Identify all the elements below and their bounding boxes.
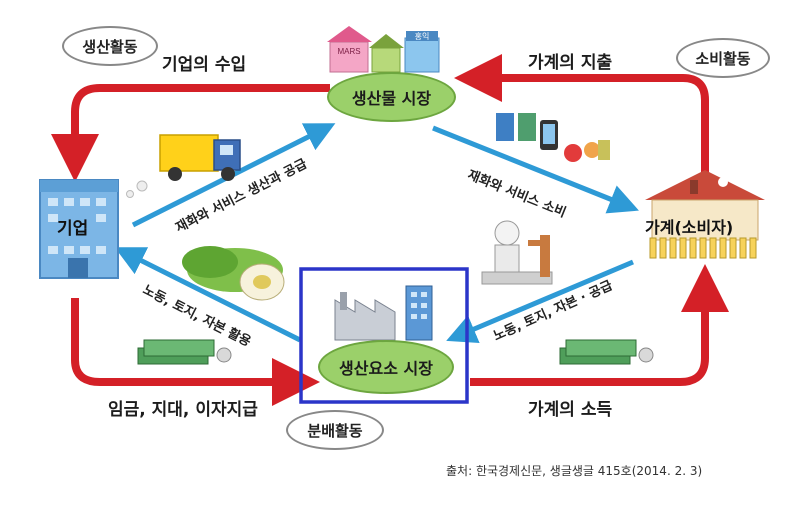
product-market: 생산물 시장 — [327, 72, 456, 122]
product-market-label: 생산물 시장 — [351, 89, 432, 108]
worker-icon — [481, 220, 553, 285]
highlight-box — [299, 267, 469, 404]
arrow-household-spending — [454, 54, 709, 175]
arrow-factor-use — [114, 247, 302, 343]
factory-icon — [334, 285, 433, 341]
factor-market: 생산요소 시장 — [318, 340, 454, 394]
arrow-household-income — [470, 264, 729, 386]
land-money-bag-icon — [182, 246, 285, 301]
arrow-firm-revenue — [51, 84, 330, 182]
wages-label: 임금, 지대, 이자지급 — [108, 400, 258, 420]
factor-market-label: 생산요소 시장 — [339, 359, 433, 378]
truck-icon — [126, 134, 241, 198]
household-spending-label: 가계의 지출 — [528, 53, 613, 73]
arrow-factor-supply — [446, 259, 634, 343]
consumption-activity-bubble: 소비활동 — [676, 38, 770, 78]
money-bundle-right-icon — [559, 339, 654, 365]
production-activity-bubble: 생산활동 — [62, 26, 158, 66]
money-bundle-left-icon — [137, 339, 232, 365]
arrow-wages — [71, 298, 320, 406]
shop-sign-2: 홍익 — [415, 31, 430, 41]
shop-sign-1: MARS — [337, 47, 360, 56]
firm-building-icon — [39, 179, 119, 279]
distribution-activity-bubble: 분배활동 — [286, 410, 384, 450]
household-income-label: 가계의 소득 — [528, 400, 613, 420]
arrow-goods-consumption — [432, 125, 639, 214]
goods-icon — [496, 113, 610, 162]
firm-revenue-label: 기업의 수입 — [162, 55, 247, 75]
source-note: 출처: 한국경제신문, 생글생글 415호(2014. 2. 3) — [446, 464, 703, 478]
household-house-icon — [645, 170, 765, 259]
household-label: 가계(소비자) — [645, 218, 734, 237]
firm-label: 기업 — [57, 219, 89, 239]
